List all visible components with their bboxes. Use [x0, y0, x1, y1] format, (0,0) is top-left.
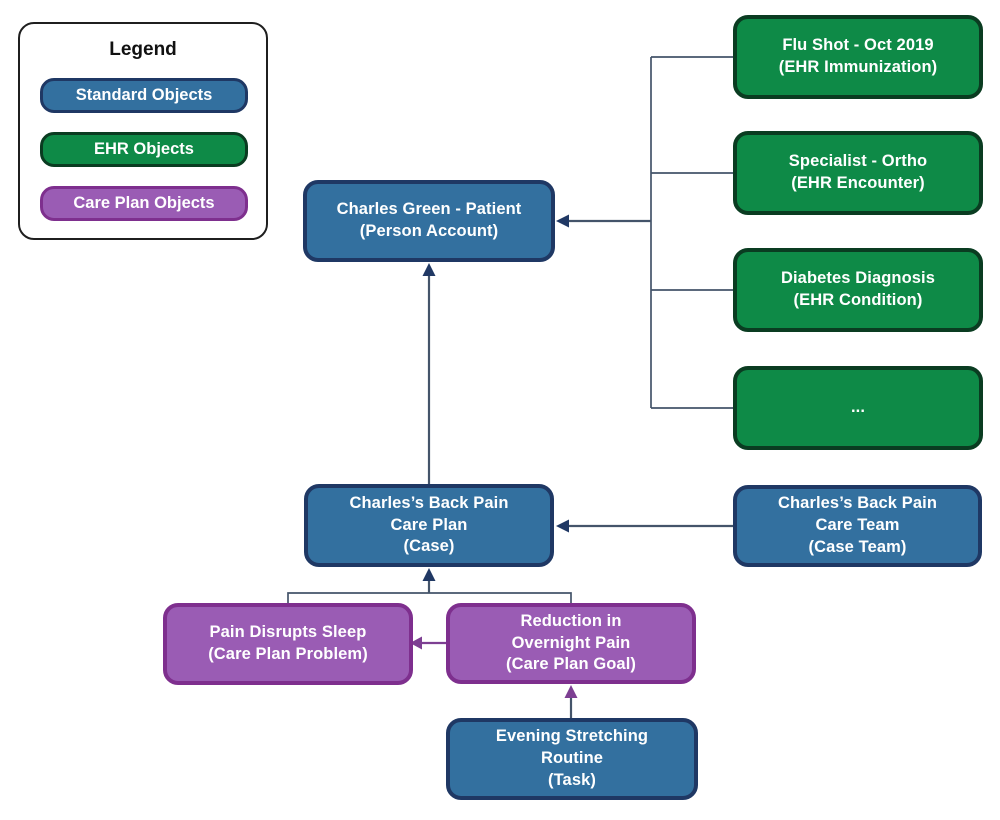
legend-panel: Legend Standard Objects EHR Objects Care…	[18, 22, 268, 240]
connector-ehr-bracket	[650, 56, 733, 409]
arrow-ehr-to-patient-head	[556, 214, 569, 228]
arrow-careteam-to-case-head	[556, 519, 569, 533]
arrow-goal-to-problem-head	[410, 636, 422, 650]
node-care-plan-case: Charles’s Back Pain Care Plan (Case)	[304, 484, 554, 567]
node-ehr-condition: Diabetes Diagnosis (EHR Condition)	[733, 248, 983, 332]
arrow-careplan-to-case-head	[422, 568, 436, 581]
legend-item-standard-objects: Standard Objects	[40, 78, 248, 113]
node-care-plan-problem: Pain Disrupts Sleep (Care Plan Problem)	[163, 603, 413, 685]
legend-item-care-plan-objects: Care Plan Objects	[40, 186, 248, 221]
node-task: Evening Stretching Routine (Task)	[446, 718, 698, 800]
node-care-plan-goal: Reduction in Overnight Pain (Care Plan G…	[446, 603, 696, 684]
legend-item-ehr-objects: EHR Objects	[40, 132, 248, 167]
node-ehr-more: ...	[733, 366, 983, 450]
node-ehr-encounter: Specialist - Ortho (EHR Encounter)	[733, 131, 983, 215]
arrow-case-to-patient-head	[422, 263, 436, 276]
connector-careplan-bracket	[287, 592, 572, 603]
arrow-task-to-goal-head	[564, 685, 578, 698]
legend-title: Legend	[109, 39, 177, 60]
node-ehr-immunization: Flu Shot - Oct 2019 (EHR Immunization)	[733, 15, 983, 99]
node-care-team-case-team: Charles’s Back Pain Care Team (Case Team…	[733, 485, 982, 567]
node-patient-person-account: Charles Green - Patient (Person Account)	[303, 180, 555, 262]
